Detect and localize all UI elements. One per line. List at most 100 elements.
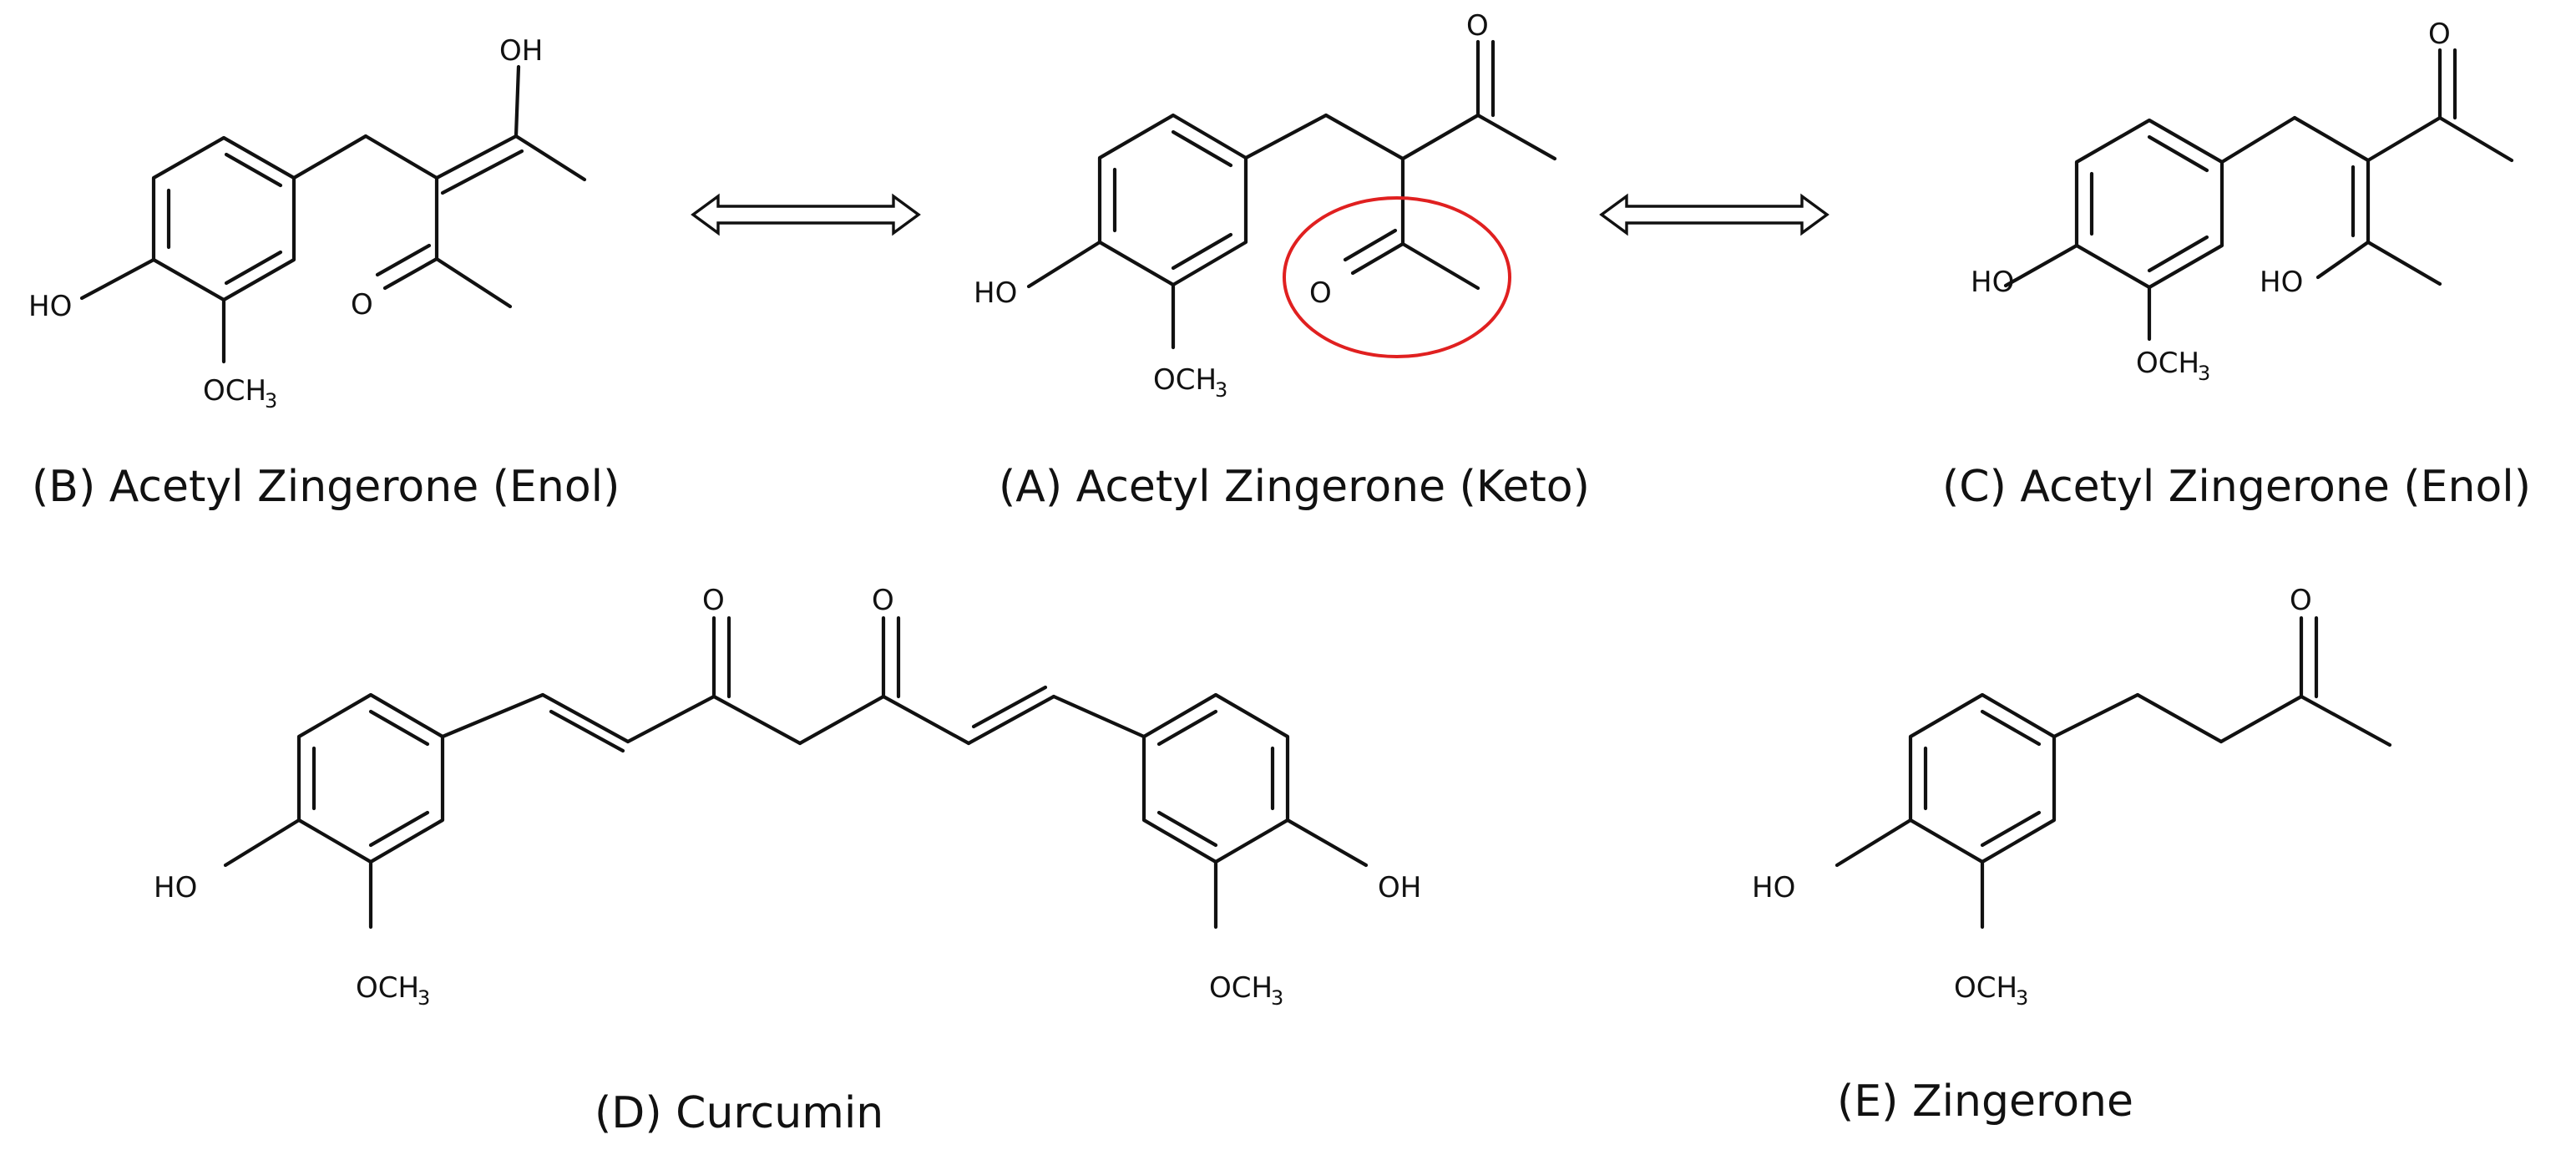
methyl-bond	[2437, 115, 2514, 163]
caption-b: (B) Acetyl Zingerone (Enol)	[32, 462, 620, 512]
methyl-bond	[514, 134, 587, 182]
enol-double-bond	[434, 134, 519, 180]
benzene-ring	[2074, 118, 2224, 290]
methoxy-label: OCH	[203, 374, 266, 408]
chain-bond	[881, 694, 971, 746]
methoxy-label: OCH	[2136, 347, 2199, 380]
carbonyl-double-bond-inner	[375, 243, 432, 277]
c-oh-bond	[1835, 818, 1913, 868]
methyl-bond	[2299, 694, 2392, 747]
aromatic-double-bond	[1980, 709, 2042, 747]
hydroxyl-label: HO	[28, 290, 72, 323]
c-oh-bond	[79, 257, 156, 301]
enol-double-bond-inner	[440, 149, 524, 195]
molecule-a-acetyl-zingerone-keto: O O HO OCH 3	[974, 9, 1557, 402]
benzene-ring	[296, 692, 445, 864]
subscript-3: 3	[1271, 986, 1283, 1010]
c-oh-bond	[223, 818, 301, 868]
alkene-double-bond	[966, 694, 1056, 746]
alkene-double-bond	[540, 692, 630, 744]
aromatic-double-bond	[224, 250, 283, 286]
aromatic-double-bond	[368, 709, 430, 747]
hydroxyl-label: OH	[499, 34, 543, 68]
methyl-bond	[434, 256, 513, 309]
carbonyl-oxygen-label: O	[2428, 18, 2451, 51]
methyl-bond	[1400, 241, 1480, 291]
molecule-d-curcumin: O O HO OH OCH 3 OCH 3	[154, 584, 1421, 1010]
c-oh-bond	[1285, 818, 1369, 868]
chain-bond	[1400, 113, 1480, 161]
benzene-ring	[1908, 692, 2057, 864]
methoxy-label: OCH	[1954, 971, 2017, 1005]
c-oh-bond	[1026, 240, 1102, 289]
molecule-b-acetyl-zingerone-enol: OH O HO OCH 3	[28, 34, 587, 413]
aromatic-double-bond	[1980, 810, 2042, 848]
hydroxyl-label: HO	[1752, 871, 1795, 904]
hydroxyl-label: HO	[154, 871, 197, 904]
carbonyl-oxygen-label: O	[872, 584, 894, 617]
c-oh-bond	[514, 64, 521, 139]
alkene-double-bond-inner	[971, 685, 1048, 729]
carbonyl-oxygen-label: O	[351, 288, 373, 322]
caption-e: (E) Zingerone	[1837, 1076, 2133, 1127]
benzene-ring	[1141, 692, 1290, 864]
red-ellipse-highlight	[1283, 196, 1511, 358]
aromatic-double-bond	[1156, 810, 1218, 848]
double-headed-arrow	[1599, 193, 1830, 236]
hydroxyl-label: HO	[1971, 266, 2014, 299]
caption-a: (A) Acetyl Zingerone (Keto)	[999, 462, 1590, 512]
methoxy-label: OCH	[1209, 971, 1273, 1005]
c-oh-bond	[2003, 243, 2079, 288]
hydroxyl-label: HO	[974, 276, 1017, 310]
aromatic-double-bond	[368, 810, 430, 848]
chain-bond	[1051, 694, 1146, 739]
hydroxyl-label: OH	[1378, 871, 1421, 904]
chain-bond	[363, 134, 439, 180]
chain-bond	[1323, 113, 1405, 161]
ch2-bond	[2219, 115, 2297, 165]
carbonyl-double-bond-inner	[1343, 228, 1398, 262]
aromatic-double-bond	[1171, 129, 1233, 168]
methoxy-label: OCH	[1153, 363, 1217, 397]
chain-bond	[711, 694, 802, 746]
caption-c: (C) Acetyl Zingerone (Enol)	[1942, 462, 2531, 512]
molecule-e-zingerone: O HO OCH 3	[1752, 584, 2392, 1010]
ch2-bond	[1243, 113, 1328, 160]
subscript-3: 3	[2016, 986, 2028, 1010]
carbonyl-double-bond	[1350, 241, 1405, 276]
benzene-ring	[151, 135, 296, 302]
alkene-double-bond-inner	[549, 709, 625, 753]
molecule-c-acetyl-zingerone-enol: O HO HO OCH 3	[1971, 18, 2514, 385]
chain-bond	[797, 694, 886, 746]
chain-bond	[2366, 115, 2442, 163]
carbonyl-oxygen-label: O	[1309, 276, 1332, 310]
methoxy-label: OCH	[356, 971, 419, 1005]
chain-bond	[2052, 692, 2140, 739]
ch2-bond	[291, 134, 368, 180]
carbonyl-oxygen-label: O	[1466, 9, 1489, 43]
hydroxyl-label: HO	[2260, 266, 2303, 299]
aromatic-double-bond	[1171, 232, 1233, 271]
subscript-3: 3	[1215, 378, 1227, 402]
double-headed-arrow	[691, 193, 921, 236]
aromatic-double-bond	[2147, 235, 2209, 273]
chain-bond	[2219, 694, 2304, 744]
aromatic-double-bond	[2147, 134, 2209, 173]
c-oh-bond	[2315, 240, 2371, 280]
aromatic-double-bond	[1156, 709, 1218, 747]
chain-bond	[440, 692, 545, 739]
aromatic-double-bond	[224, 152, 283, 188]
carbonyl-oxygen-label: O	[702, 584, 725, 617]
chain-bond	[2135, 692, 2224, 744]
carbonyl-oxygen-label: O	[2290, 584, 2312, 617]
methyl-bond	[2366, 240, 2442, 286]
chain-bond	[625, 694, 716, 744]
subscript-3: 3	[265, 389, 277, 413]
carbonyl-double-bond	[382, 256, 439, 291]
caption-d: (D) Curcumin	[595, 1088, 883, 1138]
methyl-bond	[1475, 113, 1557, 161]
chain-bond	[2292, 115, 2371, 163]
benzene-ring	[1097, 113, 1248, 287]
subscript-3: 3	[2198, 362, 2210, 385]
